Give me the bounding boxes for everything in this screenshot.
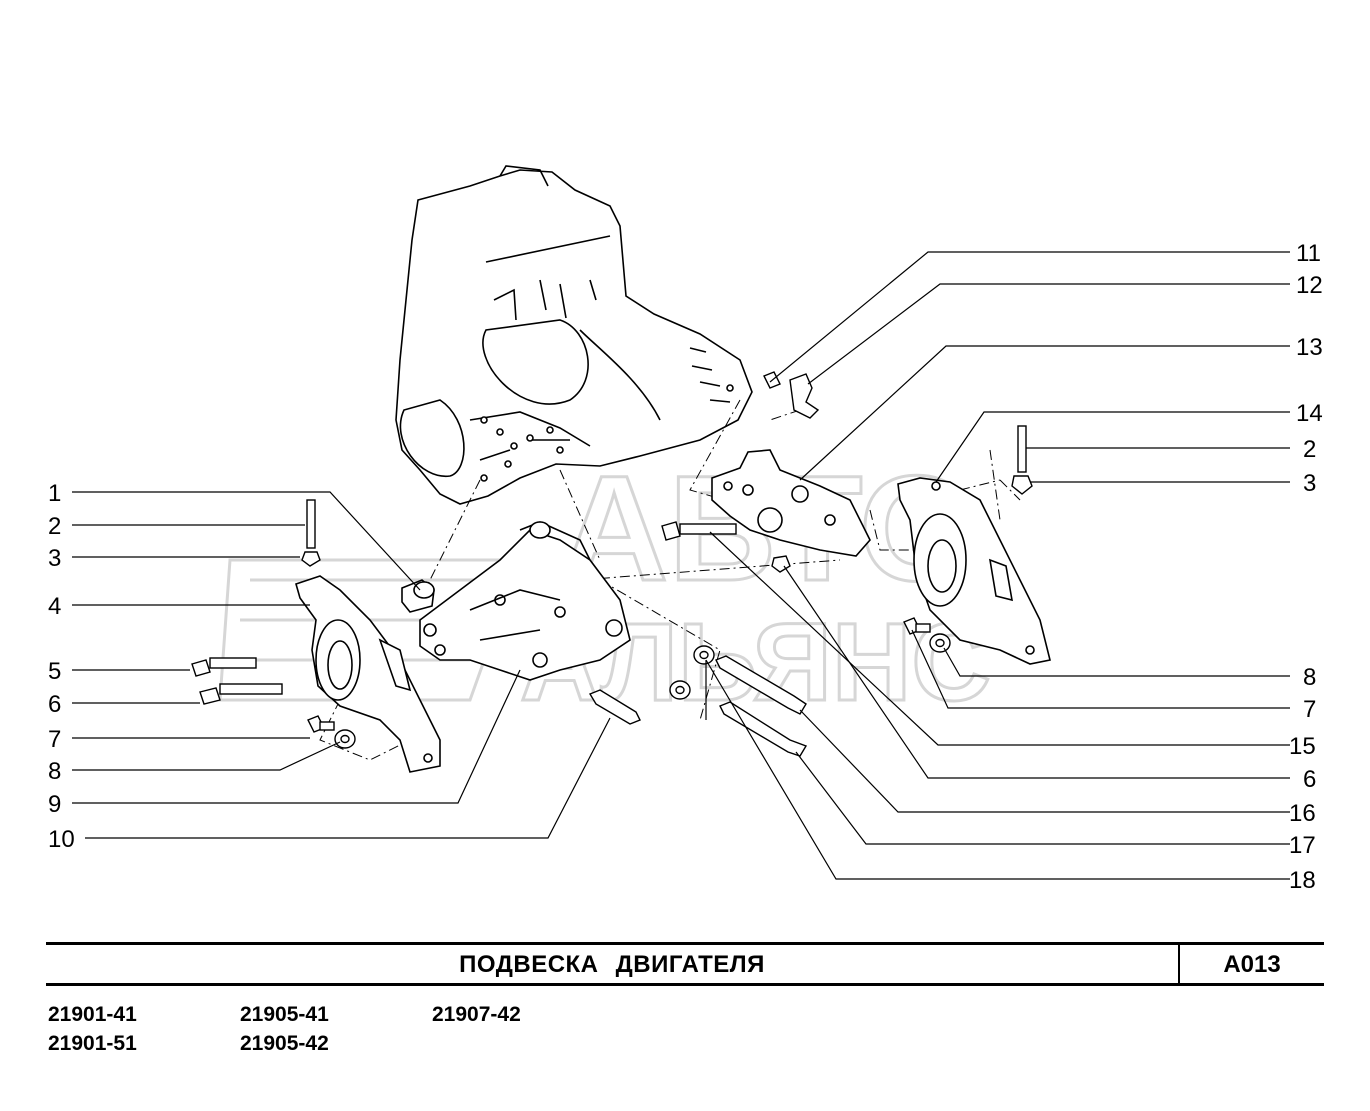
- model-column-2: 21905-41 21905-42: [240, 1000, 329, 1058]
- callout-numbers-left: 1 2 3 4 5 6 7 8 9 10: [48, 480, 75, 853]
- callout-right-6: 6: [1303, 766, 1316, 793]
- title-block: ПОДВЕСКА ДВИГАТЕЛЯ A013: [46, 942, 1324, 986]
- callout-right-11: 11: [1296, 240, 1321, 267]
- callout-left-5: 5: [48, 658, 61, 685]
- callout-left-10: 10: [48, 826, 75, 853]
- center-bracket: [419, 521, 631, 681]
- callout-right-16: 16: [1289, 800, 1316, 827]
- model-code: 21901-41: [48, 1003, 137, 1026]
- callout-numbers-right: 11 12 13 14 2 3 8 7 15 6 16 17 18: [1289, 240, 1323, 894]
- callout-right-18: 18: [1289, 867, 1316, 894]
- callout-left-6: 6: [48, 691, 61, 718]
- model-code: 21905-42: [240, 1032, 329, 1055]
- callout-left-8: 8: [48, 758, 61, 785]
- fasteners: [191, 371, 1033, 757]
- rear-bracket: [711, 449, 871, 557]
- bushing: [401, 579, 435, 613]
- model-column-3: 21907-42: [432, 1000, 521, 1029]
- callout-left-3: 3: [48, 545, 61, 572]
- callout-right-12: 12: [1296, 272, 1323, 299]
- leader-lines: [72, 251, 1290, 880]
- callout-right-3: 3: [1303, 470, 1316, 497]
- center-lines: [319, 399, 1021, 761]
- engine-outline: [395, 165, 753, 505]
- callout-right-2: 2: [1303, 436, 1316, 463]
- callout-right-8: 8: [1303, 664, 1316, 691]
- model-code: 21901-51: [48, 1032, 137, 1055]
- callout-left-9: 9: [48, 791, 61, 818]
- callout-left-7: 7: [48, 726, 61, 753]
- model-column-1: 21901-41 21901-51: [48, 1000, 137, 1058]
- right-engine-mount: [897, 477, 1051, 665]
- callout-left-2: 2: [48, 513, 61, 540]
- drawing-code: A013: [1223, 951, 1281, 978]
- model-code: 21907-42: [432, 1003, 521, 1026]
- parts-diagram: АВТО АЛЬЯНС: [48, 165, 1323, 894]
- callout-right-17: 17: [1289, 832, 1316, 859]
- drawing-title: ПОДВЕСКА ДВИГАТЕЛЯ: [46, 945, 1180, 983]
- callout-right-14: 14: [1296, 400, 1323, 427]
- left-engine-mount: [295, 575, 441, 773]
- model-code: 21905-41: [240, 1003, 329, 1026]
- callout-right-15: 15: [1289, 733, 1316, 760]
- callout-left-1: 1: [48, 480, 61, 507]
- callout-right-7: 7: [1303, 696, 1316, 723]
- callout-left-4: 4: [48, 593, 61, 620]
- callout-right-13: 13: [1296, 334, 1323, 361]
